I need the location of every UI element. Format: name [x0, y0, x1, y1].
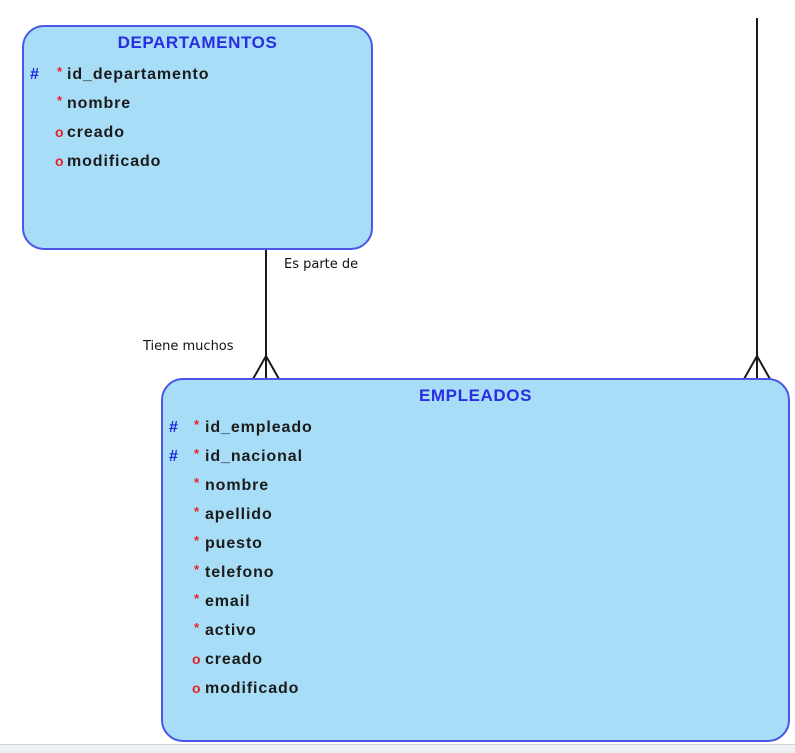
attribute-name: nombre [205, 477, 270, 494]
attribute-row[interactable]: * nombre [163, 471, 788, 500]
optional-marker: o [55, 124, 65, 140]
attribute-row[interactable]: * puesto [163, 529, 788, 558]
optional-marker: o [55, 153, 65, 169]
mandatory-marker: * [194, 533, 200, 548]
attribute-name: creado [205, 651, 263, 668]
entity-title: EMPLEADOS [418, 386, 533, 405]
attribute-row[interactable]: * telefono [163, 558, 788, 587]
attribute-name: activo [205, 622, 257, 639]
attribute-name: email [205, 593, 251, 610]
optional-marker: o [192, 680, 202, 696]
attribute-name: id_empleado [205, 419, 313, 436]
mandatory-marker: * [194, 417, 200, 432]
mandatory-marker: * [57, 93, 63, 108]
relationship-label-many: Tiene muchos [143, 339, 234, 354]
attribute-row[interactable]: # * id_nacional [163, 442, 788, 471]
attribute-name: id_departamento [67, 66, 210, 83]
attribute-name: telefono [205, 564, 275, 581]
primary-key-marker: # [169, 448, 179, 465]
attribute-name: modificado [67, 153, 162, 170]
attribute-name: modificado [205, 680, 300, 697]
attribute-row[interactable]: * email [163, 587, 788, 616]
mandatory-marker: * [194, 620, 200, 635]
entity-title: DEPARTAMENTOS [117, 33, 278, 52]
crows-foot-dept-emp [252, 353, 280, 380]
attribute-name: nombre [67, 95, 132, 112]
attribute-list: # * id_empleado # * id_nacional * nombre * apelli… [163, 413, 788, 703]
mandatory-marker: * [194, 591, 200, 606]
mandatory-marker: * [194, 475, 200, 490]
primary-key-marker: # [169, 419, 179, 436]
attribute-row[interactable]: # * id_departamento [24, 60, 371, 89]
crows-foot-external [743, 353, 771, 380]
attribute-row[interactable]: * activo [163, 616, 788, 645]
attribute-row[interactable]: * apellido [163, 500, 788, 529]
attribute-name: apellido [205, 506, 273, 523]
attribute-row[interactable]: # * id_empleado [163, 413, 788, 442]
mandatory-marker: * [57, 64, 63, 79]
attribute-name: id_nacional [205, 448, 303, 465]
primary-key-marker: # [30, 66, 40, 83]
optional-marker: o [192, 651, 202, 667]
attribute-row[interactable]: * nombre [24, 89, 371, 118]
mandatory-marker: * [194, 504, 200, 519]
mandatory-marker: * [194, 446, 200, 461]
entity-empleados[interactable]: EMPLEADOS # * id_empleado # * id_nacional * nom… [161, 378, 790, 742]
relationship-label-one: Es parte de [284, 257, 359, 272]
attribute-name: creado [67, 124, 125, 141]
mandatory-marker: * [194, 562, 200, 577]
attribute-name: puesto [205, 535, 263, 552]
scrollbar-edge [0, 744, 795, 753]
